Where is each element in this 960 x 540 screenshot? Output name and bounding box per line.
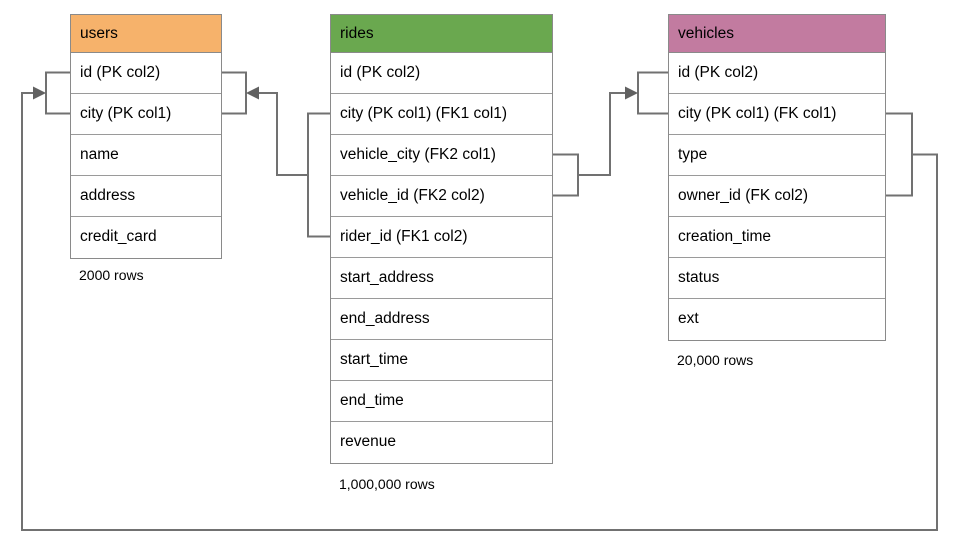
users-field-city: city (PK col1) xyxy=(71,94,221,135)
users-table: users id (PK col2) city (PK col1) name a… xyxy=(70,14,222,259)
rides-table-header: rides xyxy=(331,15,552,53)
users-field-credit-card: credit_card xyxy=(71,217,221,258)
rides-left-fk1-bracket xyxy=(307,112,330,238)
rides-right-fk2-bracket xyxy=(553,153,579,197)
users-field-name: name xyxy=(71,135,221,176)
vehicles-field-status: status xyxy=(669,258,885,299)
users-row-count-label: 2000 rows xyxy=(79,267,144,283)
fk2-connector-line xyxy=(578,92,627,176)
rides-field-revenue: revenue xyxy=(331,422,552,463)
rides-field-start-address: start_address xyxy=(331,258,552,299)
vehicles-field-type: type xyxy=(669,135,885,176)
vehicles-row-count-label: 20,000 rows xyxy=(677,352,754,368)
vehicles-right-fk-bracket xyxy=(886,112,913,197)
users-table-header: users xyxy=(71,15,221,53)
vehicles-field-city: city (PK col1) (FK col1) xyxy=(669,94,885,135)
vehicles-field-ext: ext xyxy=(669,299,885,340)
fk1-connector-line xyxy=(258,92,308,176)
vehicles-field-id: id (PK col2) xyxy=(669,53,885,94)
vehicles-field-owner-id: owner_id (FK col2) xyxy=(669,176,885,217)
rides-field-vehicle-id: vehicle_id (FK2 col2) xyxy=(331,176,552,217)
fk-arrowhead-icon xyxy=(33,86,46,100)
rides-field-end-address: end_address xyxy=(331,299,552,340)
vehicles-left-pk-bracket xyxy=(637,71,668,115)
rides-field-rider-id: rider_id (FK1 col2) xyxy=(331,217,552,258)
rides-field-vehicle-city: vehicle_city (FK2 col1) xyxy=(331,135,552,176)
vehicles-field-creation-time: creation_time xyxy=(669,217,885,258)
vehicles-table: vehicles id (PK col2) city (PK col1) (FK… xyxy=(668,14,886,341)
rides-field-id: id (PK col2) xyxy=(331,53,552,94)
rides-field-end-time: end_time xyxy=(331,381,552,422)
rides-field-city: city (PK col1) (FK1 col1) xyxy=(331,94,552,135)
vehicles-table-header: vehicles xyxy=(669,15,885,53)
users-right-pk-bracket xyxy=(222,71,247,115)
rides-table: rides id (PK col2) city (PK col1) (FK1 c… xyxy=(330,14,553,464)
fk2-arrowhead-icon xyxy=(625,86,638,100)
rides-row-count-label: 1,000,000 rows xyxy=(339,476,435,492)
users-left-pk-bracket xyxy=(45,71,70,115)
users-field-address: address xyxy=(71,176,221,217)
fk1-arrowhead-icon xyxy=(246,86,259,100)
rides-field-start-time: start_time xyxy=(331,340,552,381)
fk-loop-connector-line xyxy=(21,92,938,531)
users-field-id: id (PK col2) xyxy=(71,53,221,94)
